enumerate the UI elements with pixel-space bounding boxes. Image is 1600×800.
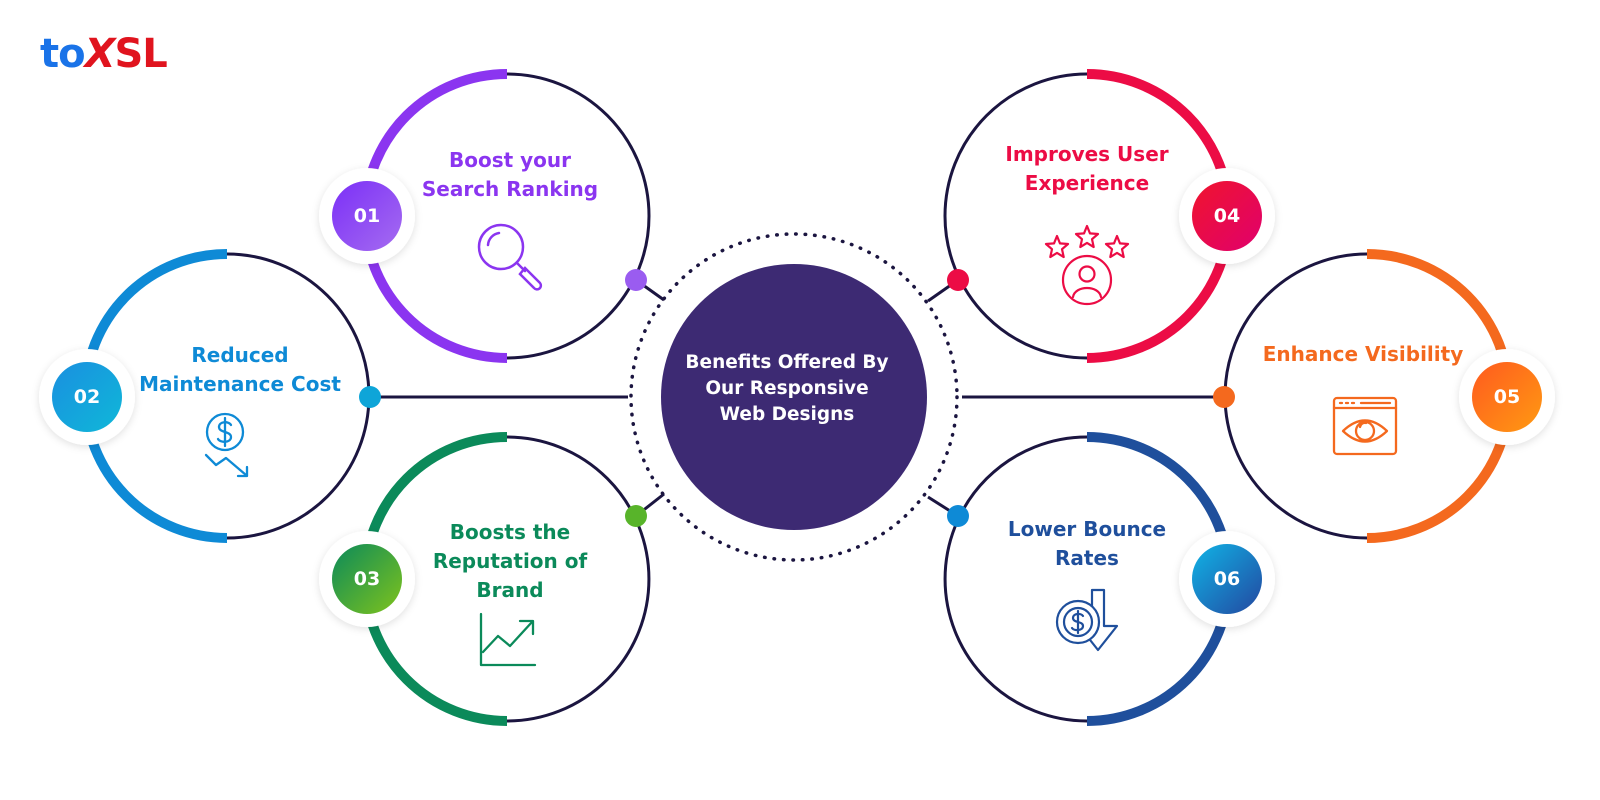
benefit-circle-06 — [943, 432, 1275, 726]
benefit-label-06: Lower Bounce Rates — [1007, 517, 1167, 570]
benefit-label-04: Improves User Experience — [1005, 142, 1169, 195]
center-dotted-ring — [629, 232, 959, 562]
benefit-label-01: Boost your Search Ranking — [421, 148, 599, 201]
center-circle — [661, 264, 927, 530]
magnifier-icon — [477, 223, 543, 291]
toxsl-logo[interactable]: toXSL — [40, 31, 168, 77]
badge-number-02: 02 — [73, 386, 101, 408]
badge-04 — [1192, 181, 1262, 251]
benefit-circle-04 — [943, 69, 1275, 363]
connector-dot-05 — [1213, 386, 1235, 408]
center-title: Benefits Offered By Our Responsive Web D… — [685, 352, 889, 425]
connector-dot-01 — [625, 269, 647, 291]
connector-dot-04 — [947, 269, 969, 291]
badge-02 — [52, 362, 122, 432]
coin-down-icon — [1055, 588, 1119, 652]
benefit-circle-05 — [1213, 249, 1555, 543]
growth-chart-icon — [479, 612, 537, 667]
eye-browser-icon — [1332, 396, 1398, 456]
benefit-label-05: Enhance Visibility — [1262, 342, 1464, 366]
badge-number-01: 01 — [353, 205, 381, 227]
badge-06 — [1192, 544, 1262, 614]
badge-01 — [332, 181, 402, 251]
badge-05 — [1472, 362, 1542, 432]
badge-number-03: 03 — [353, 568, 381, 590]
benefit-circle-01 — [319, 69, 651, 363]
badge-number-06: 06 — [1213, 568, 1241, 590]
badge-number-05: 05 — [1493, 386, 1521, 408]
badge-03 — [332, 544, 402, 614]
connector-dot-06 — [947, 505, 969, 527]
user-rating-icon — [1044, 224, 1130, 306]
benefit-label-03: Boosts the Reputation of Brand — [432, 520, 588, 602]
dollar-down-icon — [204, 412, 249, 478]
connector-dot-03 — [625, 505, 647, 527]
connector-dot-02 — [359, 386, 381, 408]
benefit-circle-02 — [39, 249, 381, 543]
benefit-label-02: Reduced Maintenance Cost — [139, 343, 341, 396]
benefit-circle-03 — [319, 432, 651, 726]
badge-number-04: 04 — [1213, 205, 1241, 227]
